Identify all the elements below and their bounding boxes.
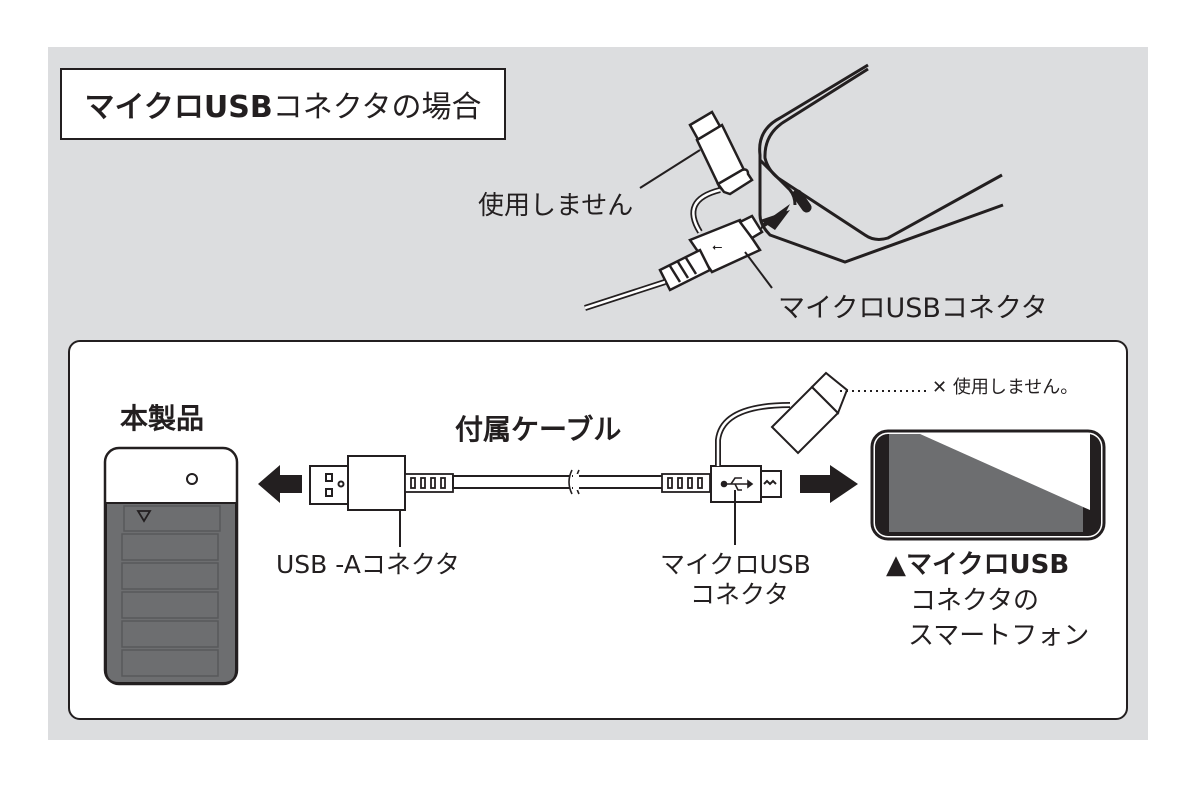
- label-product: 本製品: [120, 402, 205, 435]
- cable: [452, 469, 664, 495]
- usb-a-connector: [309, 455, 406, 511]
- usb-symbol-top: ⭠: [712, 240, 722, 255]
- leader-unused: [639, 149, 701, 189]
- x-mark-icon: ✕: [932, 377, 948, 398]
- title-bold: マイクロUSB: [84, 90, 273, 125]
- unused-note: ✕ 使用しません。: [932, 377, 1079, 398]
- arrow-left: [258, 465, 302, 503]
- product-device: [103, 446, 239, 686]
- insert-arrow-head: [760, 210, 790, 230]
- label-unused-top: 使用しません: [478, 191, 634, 221]
- arrow-right: [800, 465, 858, 503]
- type-c-adapter-bottom: [770, 371, 849, 455]
- smartphone-landscape: [870, 429, 1106, 541]
- label-cable: 付属ケーブル: [455, 413, 622, 446]
- phone-caption-2: コネクタの: [910, 586, 1039, 616]
- strain-relief-right: [661, 473, 711, 493]
- indicator-led: [186, 473, 198, 485]
- leader-micro-usb: [744, 251, 773, 289]
- strain-relief-top: [658, 248, 712, 292]
- label-micro-usb-top: マイクロUSBコネクタ: [778, 293, 1048, 324]
- phone-caption-1: ▲マイクロUSB: [886, 550, 1070, 580]
- label-micro-usb-bottom-1: マイクロUSB: [660, 550, 811, 579]
- phone-caption-3: スマートフォン: [908, 621, 1090, 651]
- triangle-mark: [136, 510, 152, 523]
- type-c-adapter: [688, 110, 754, 196]
- usb-symbol-bottom: [720, 477, 754, 491]
- label-usb-a: USB -Aコネクタ: [276, 550, 460, 579]
- section-title: マイクロUSB コネクタの場合: [60, 68, 506, 140]
- phone-port: [792, 189, 812, 213]
- label-micro-usb-bottom-2: コネクタ: [690, 580, 790, 609]
- battery-slots: [121, 505, 221, 677]
- strain-relief-left: [404, 473, 454, 493]
- title-normal: コネクタの場合: [272, 90, 482, 125]
